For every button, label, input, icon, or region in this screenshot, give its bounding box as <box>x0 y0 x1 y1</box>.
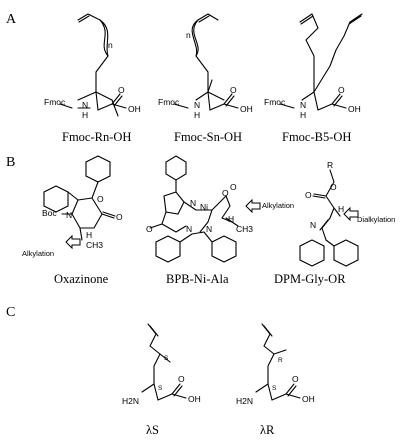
bpb-o-label: O <box>222 188 229 198</box>
o-label: O <box>118 85 125 95</box>
dialkylation-note: Dialkylation <box>357 215 395 224</box>
repeat-n-label: n <box>108 40 113 50</box>
nh-label-3: N <box>300 100 306 110</box>
alkylation-note-1: Alkylation <box>22 249 54 258</box>
h2n-label-2: H2N <box>236 396 253 406</box>
stereo-s-label: S <box>164 355 169 362</box>
boc-label: Boc <box>42 208 57 218</box>
nh-label-2: N <box>194 100 200 110</box>
h-label: H <box>82 110 88 120</box>
o-label-3: O <box>338 85 345 95</box>
lambda-r-oh-label: OH <box>302 394 315 404</box>
fmoc-label: Fmoc <box>44 97 66 107</box>
oh-label: OH <box>128 104 141 114</box>
molecule-lambda-r: R S H2N O OH <box>236 323 315 406</box>
molecule-oxazinone: Boc N O O H CH3 Alkylation <box>22 155 123 258</box>
molecule-fmoc-sn: n Fmoc N H O OH <box>158 13 253 120</box>
stereo-s-label-2: S <box>158 385 163 392</box>
bpb-n-label: N <box>190 198 196 208</box>
oxazinone-o-label: O <box>116 212 123 222</box>
molecule-fmoc-b5: Fmoc N H O OH <box>264 13 363 120</box>
lambda-s-o-label: O <box>178 374 185 384</box>
caption-dpm-gly-or: DPM-Gly-OR <box>274 272 346 286</box>
bpb-o2-label: O <box>146 224 153 234</box>
repeat-n-label-2: n <box>186 30 191 40</box>
bpb-n2-label: N <box>186 224 192 234</box>
caption-lambda-s: λS <box>146 423 159 437</box>
panel-a-letter: A <box>6 12 17 27</box>
oh-label-2: OH <box>240 104 253 114</box>
caption-lambda-r: λR <box>260 423 275 437</box>
dpm-o2-label: O <box>305 190 312 200</box>
caption-bpb-ni-ala: BPB-Ni-Ala <box>166 272 229 286</box>
fmoc-label-2: Fmoc <box>158 97 180 107</box>
molecule-dpm-gly-or: R O O H N Dialkylation <box>299 160 395 267</box>
bpb-h-label: H <box>228 214 234 224</box>
molecule-bpb-ni-ala: Ni N O O H CH3 N N O Alkylation <box>146 155 294 263</box>
nh-label: N <box>82 100 88 110</box>
oxazinone-h-label: H <box>86 230 92 240</box>
lambda-r-o-label: O <box>292 374 299 384</box>
lambda-s-oh-label: OH <box>188 394 201 404</box>
ni-label: Ni <box>200 202 208 212</box>
caption-oxazinone: Oxazinone <box>54 272 109 286</box>
h2n-label: H2N <box>122 396 139 406</box>
caption-fmoc-sn: Fmoc-Sn-OH <box>174 130 242 144</box>
stereo-r-label: R <box>278 357 283 364</box>
fmoc-label-3: Fmoc <box>264 97 286 107</box>
dpm-n-label: N <box>310 220 316 230</box>
molecule-fmoc-rn: n Fmoc N H O OH <box>44 13 141 120</box>
oxazinone-ch3-label: CH3 <box>86 240 103 250</box>
h-label-2: H <box>194 110 200 120</box>
caption-fmoc-b5: Fmoc-B5-OH <box>282 130 351 144</box>
dpm-h-label: H <box>338 204 344 214</box>
oxazinone-n-label: N <box>66 210 72 220</box>
dpm-o-label: O <box>330 182 337 192</box>
panel-b-letter: B <box>6 155 15 170</box>
bpb-o-top-label: O <box>230 182 237 192</box>
molecule-lambda-s: S S H2N O OH <box>122 323 201 406</box>
panel-c-letter: C <box>6 305 15 320</box>
oxazinone-o-ring-label: O <box>97 194 104 204</box>
oh-label-3: OH <box>348 104 361 114</box>
bpb-n3-label: N <box>206 224 212 234</box>
alkylation-note-2: Alkylation <box>262 201 294 210</box>
h-label-3: H <box>300 110 306 120</box>
bpb-ch3-label: CH3 <box>236 224 253 234</box>
stereo-s-label-3: S <box>272 385 277 392</box>
o-label-2: O <box>230 85 237 95</box>
caption-fmoc-rn: Fmoc-Rn-OH <box>62 130 131 144</box>
dpm-r-label: R <box>327 160 333 170</box>
